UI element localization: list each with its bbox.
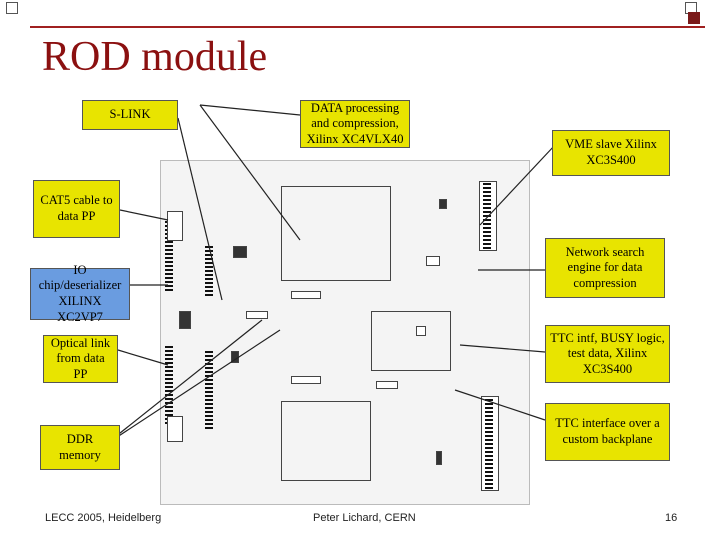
- ic-chip: [233, 246, 247, 258]
- corner-square-filled-icon: [688, 12, 700, 24]
- label-io-chip: IO chip/deserializer XILINX XC2VP7: [30, 263, 130, 324]
- callout-line-ddr-2: [104, 329, 281, 446]
- footer-conference: LECC 2005, Heidelberg: [45, 512, 162, 524]
- memory-chip-outline: [281, 401, 371, 481]
- ic-chip: [436, 451, 442, 465]
- slide-title: ROD module: [42, 34, 268, 80]
- pcb-board-drawing: [160, 160, 530, 505]
- label-ddr-memory: DDR memory: [40, 425, 120, 470]
- connector-pins: [205, 246, 213, 296]
- ic-chip: [179, 311, 191, 329]
- chip-footprint: [291, 376, 321, 384]
- label-slink: S-LINK: [82, 100, 178, 130]
- label-vme-slave: VME slave Xilinx XC3S400: [552, 130, 670, 176]
- chip-footprint: [416, 326, 426, 336]
- label-cat5: CAT5 cable to data PP: [33, 180, 120, 238]
- ic-chip: [439, 199, 447, 209]
- callout-line-vme: [479, 144, 556, 226]
- page-number: 16: [665, 512, 678, 524]
- callout-line-slink: [177, 117, 223, 301]
- label-ttc-interface: TTC interface over a custom backplane: [545, 403, 670, 461]
- chip-footprint: [291, 291, 321, 299]
- connector-pins: [165, 221, 173, 291]
- callout-line-ddr: [104, 319, 263, 446]
- chip-footprint: [246, 311, 268, 319]
- chip-footprint: [426, 256, 440, 266]
- label-ttc-intf: TTC intf, BUSY logic, test data, Xilinx …: [545, 325, 670, 383]
- label-network-search: Network search engine for data compressi…: [545, 238, 665, 298]
- label-optical-link: Optical link from data PP: [43, 335, 118, 383]
- callout-line-ttc-intf: [459, 344, 546, 353]
- footer-author: Peter Lichard, CERN: [313, 512, 416, 524]
- chip-footprint: [376, 381, 398, 389]
- backplane-connector-pins: [485, 399, 493, 489]
- top-bar: [0, 0, 720, 10]
- callout-line-data-processing-board: [199, 104, 301, 241]
- title-rule: [30, 26, 705, 28]
- vme-connector-pins: [483, 183, 491, 249]
- fpga-chip-outline: [281, 186, 391, 281]
- sfp-connector: [167, 211, 183, 241]
- connector-pins: [165, 346, 173, 426]
- chip-outline: [371, 311, 451, 371]
- callout-line-optical: [117, 349, 169, 366]
- callout-line-data-processing: [199, 104, 301, 116]
- label-data-processing: DATA processing and compression, Xilinx …: [300, 100, 410, 148]
- callout-line-cat5: [119, 209, 169, 221]
- callout-line-ttc-interface: [454, 389, 546, 421]
- corner-square-icon: [6, 2, 18, 14]
- connector-pins: [205, 351, 213, 431]
- sfp-connector: [167, 416, 183, 442]
